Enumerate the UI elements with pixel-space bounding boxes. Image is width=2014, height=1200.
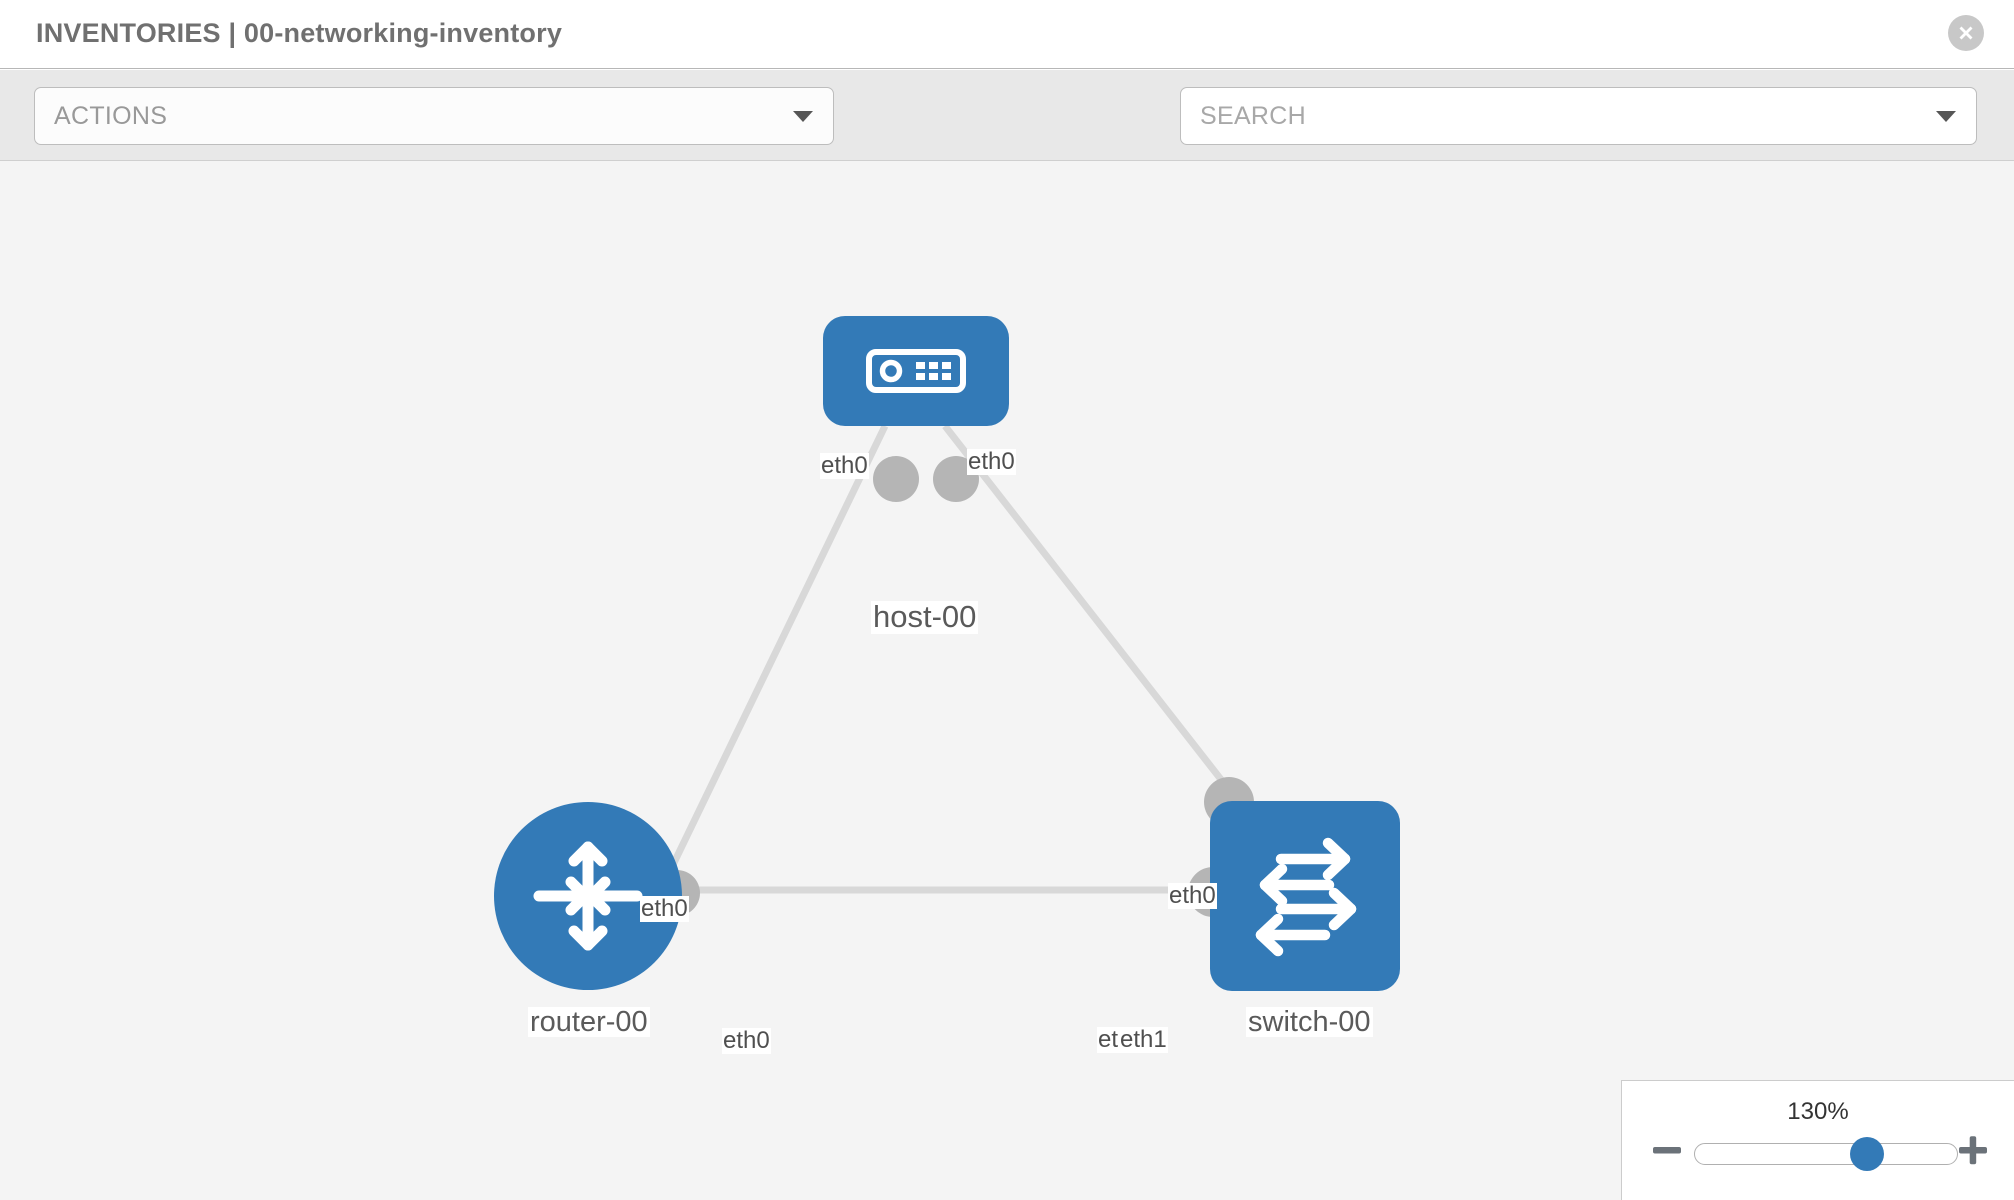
- plus-icon[interactable]: [1956, 1133, 1990, 1167]
- switch-arrows-icon: [1255, 837, 1357, 957]
- zoom-control-panel: 130%: [1621, 1080, 2014, 1200]
- actions-dropdown-label: ACTIONS: [54, 102, 168, 130]
- port-label-switch-left: eth1: [1119, 1026, 1168, 1054]
- zoom-slider[interactable]: [1694, 1137, 1958, 1171]
- search-placeholder: SEARCH: [1200, 102, 1306, 130]
- page-title: INVENTORIES | 00-networking-inventory: [36, 18, 563, 48]
- toolbar: ACTIONS SEARCH: [0, 70, 2014, 199]
- topology-node-switch-00[interactable]: switch-00: [1188, 777, 1402, 1037]
- close-icon[interactable]: [1948, 15, 1984, 51]
- port-label-router-right: eth0: [722, 1027, 771, 1055]
- switch-node-shape: [1210, 801, 1400, 991]
- window-header: INVENTORIES | 00-networking-inventory: [0, 0, 2014, 69]
- topology-edges: [666, 423, 1233, 894]
- server-device-icon: [866, 349, 966, 393]
- chevron-down-icon[interactable]: [1936, 111, 1956, 122]
- zoom-level-label: 130%: [1787, 1098, 1849, 1125]
- topology-node-host-00[interactable]: host-00: [823, 316, 1009, 634]
- node-label-host-00: host-00: [871, 599, 979, 634]
- port-nub-host-left: [873, 456, 919, 502]
- port-label-router-up: eth0: [640, 895, 689, 923]
- port-label-host-right: eth0: [967, 448, 1016, 476]
- port-label-host-left: eth0: [820, 452, 869, 480]
- node-label-switch-00: switch-00: [1246, 1006, 1373, 1038]
- node-label-router-00: router-00: [528, 1006, 650, 1038]
- host-node-shape: [823, 316, 1009, 426]
- topology-canvas[interactable]: host-00 eth0 eth0: [0, 161, 2014, 1200]
- chevron-down-icon: [793, 111, 813, 122]
- router-arrows-icon: [533, 841, 643, 951]
- port-label-switch-up: eth0: [1168, 882, 1217, 910]
- minus-icon[interactable]: [1650, 1133, 1684, 1167]
- search-input[interactable]: SEARCH: [1180, 87, 1977, 145]
- zoom-slider-thumb[interactable]: [1850, 1137, 1885, 1171]
- actions-dropdown[interactable]: ACTIONS: [34, 87, 834, 145]
